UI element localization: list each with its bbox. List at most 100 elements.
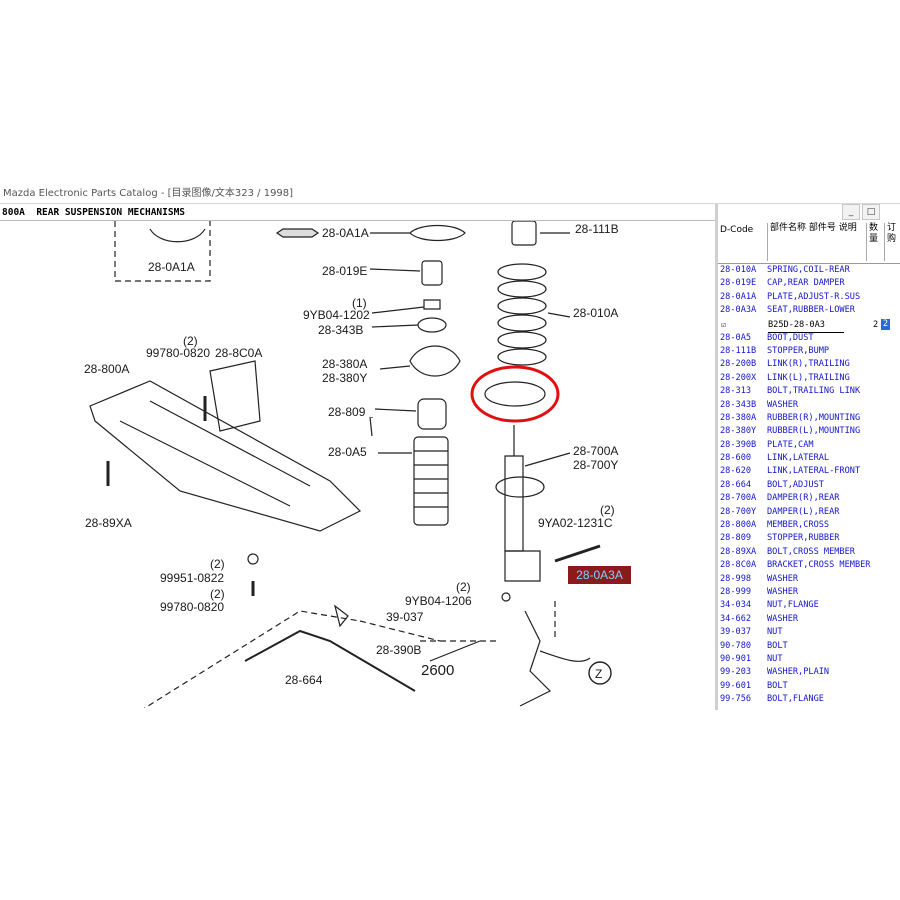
label-28-390B: 28-390B xyxy=(376,643,421,657)
order-quantity-input[interactable]: 2 xyxy=(881,318,890,330)
part-code: 28-390B xyxy=(720,439,757,450)
header-qty[interactable]: 数 量 xyxy=(866,223,883,261)
part-description: SPRING,COIL-REAR xyxy=(767,265,850,275)
panel-splitter[interactable] xyxy=(715,204,718,710)
cap-shape xyxy=(421,260,443,286)
header-part-name[interactable]: 部件名称 部件号 说明 xyxy=(767,223,880,261)
part-description: BOLT xyxy=(767,680,788,691)
parts-catalog-window: Mazda Electronic Parts Catalog - [目录图像/文… xyxy=(0,184,900,710)
dust-boot-shape xyxy=(413,436,449,526)
highlight-ring xyxy=(470,365,560,423)
label-28-89XA: 28-89XA xyxy=(85,516,132,530)
part-description: BOOT,DUST xyxy=(767,332,814,343)
label-28-700Y: 28-700Y xyxy=(573,458,618,472)
part-number: B25D-28-0A3 xyxy=(768,318,844,333)
part-code: 28-89XA xyxy=(720,546,757,557)
label-2c: (2) xyxy=(210,557,225,571)
label-2d: (2) xyxy=(210,587,225,601)
label-28-8C0A: 28-8C0A xyxy=(215,346,262,360)
part-code: 28-111B xyxy=(720,345,757,356)
minimize-button[interactable]: _ xyxy=(842,204,860,220)
label-28-0A1A-left: 28-0A1A xyxy=(148,260,195,274)
part-description: RUBBER(R),MOUNTING xyxy=(767,412,861,423)
section-path: 800A REAR SUSPENSION MECHANISMS xyxy=(0,204,715,221)
order-checkbox[interactable]: ☑ xyxy=(721,319,726,329)
plate-shape xyxy=(149,228,206,243)
label-28-664: 28-664 xyxy=(285,673,323,687)
quantity-value: 2 xyxy=(873,319,879,330)
part-description: LINK,LATERAL xyxy=(767,453,830,464)
part-description: LINK(R),TRAILING xyxy=(767,359,850,370)
z-circle xyxy=(588,661,612,685)
highlighted-part-tag[interactable]: 28-0A3A xyxy=(568,566,631,584)
label-1: (1) xyxy=(352,296,367,310)
part-description: WASHER,PLAIN xyxy=(767,667,830,678)
header-order[interactable]: 订 购 xyxy=(884,223,900,261)
knuckle-shape xyxy=(519,610,552,707)
part-code: 28-800A xyxy=(720,520,757,531)
part-code: 99-203 xyxy=(720,667,752,678)
rubber-seat-shape xyxy=(484,381,546,407)
part-code: 90-780 xyxy=(720,640,752,651)
label-z: Z xyxy=(595,667,602,681)
window-controls: _ □ xyxy=(842,204,880,221)
parts-list-row[interactable]: 28-313 BOLT,TRAILING LINK xyxy=(718,385,900,398)
label-99780-0820-b: 99780-0820 xyxy=(160,600,224,614)
part-description: SEAT,RUBBER-LOWER xyxy=(767,305,855,316)
mount-shape xyxy=(409,345,461,377)
parts-list-row[interactable]: 28-111B STOPPER,BUMP xyxy=(718,345,900,358)
label-28-343B: 28-343B xyxy=(318,323,363,337)
part-description: STOPPER,RUBBER xyxy=(767,533,840,544)
maximize-button[interactable]: □ xyxy=(862,204,880,220)
upper-plate-shape xyxy=(409,224,466,242)
parts-diagram[interactable]: 28-0A1A 28-0A1A 28-111B 28-019E (1) 9YB0… xyxy=(0,221,715,708)
parts-list-row[interactable]: 28-380A RUBBER(R),MOUNTING xyxy=(718,412,900,425)
washer-shape xyxy=(417,317,447,333)
part-code: 28-380A xyxy=(720,412,757,423)
nut-shape xyxy=(423,299,441,310)
header-dcode[interactable]: D-Code xyxy=(720,225,754,235)
part-description: STOPPER,BUMP xyxy=(767,345,830,356)
label-2e: (2) xyxy=(456,580,471,594)
part-code: 28-0A5 xyxy=(720,332,752,343)
part-description: BOLT,TRAILING LINK xyxy=(767,386,861,397)
parts-list-row[interactable]: 28-0A5 BOOT,DUST xyxy=(718,332,900,345)
selected-part-row[interactable]: ☑ B25D-28-0A3 2 2 xyxy=(718,317,900,333)
label-9YB04-1206: 9YB04-1206 xyxy=(405,594,472,608)
part-code: 28-8C0A xyxy=(720,560,757,571)
parts-list-row[interactable]: 28-8C0A BRACKET,CROSS MEMBER xyxy=(718,559,900,572)
part-description: WASHER xyxy=(767,399,799,410)
part-code: 28-313 xyxy=(720,386,752,397)
part-description: DAMPER(L),REAR xyxy=(767,506,840,517)
parts-list-row[interactable]: 99-203 WASHER,PLAIN xyxy=(718,666,900,679)
label-28-809: 28-809 xyxy=(328,405,366,419)
part-description: BRACKET,CROSS MEMBER xyxy=(767,560,871,571)
